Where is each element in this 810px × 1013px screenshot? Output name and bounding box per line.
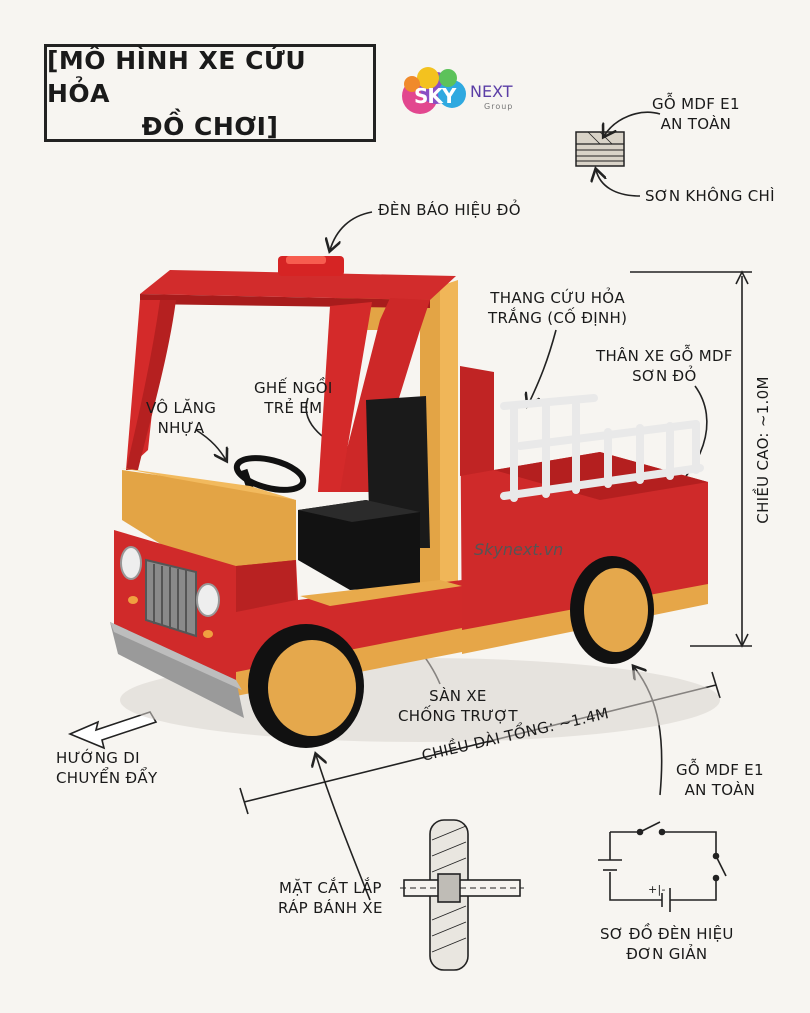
direction-arrow-icon [67, 711, 158, 750]
label-siren: ĐÈN BÁO HIỆU ĐỎ [378, 201, 521, 219]
watermark: Skynext.vn [474, 540, 564, 559]
headlight-right [196, 583, 220, 617]
logo-sky: SKY [414, 84, 456, 108]
logo-group: Group [484, 102, 514, 111]
circuit-diagram [598, 821, 727, 912]
height-dimension [630, 270, 752, 648]
headlight-left [120, 546, 142, 580]
fire-truck [110, 256, 720, 748]
label-paint: SƠN KHÔNG CHÌ [645, 187, 775, 205]
logo-next: NEXT [470, 82, 513, 101]
title-box: [MÔ HÌNH XE CỨU HỎA ĐỒ CHƠI] [44, 44, 376, 142]
brand-logo: SKY NEXT Group [398, 64, 523, 124]
rear-wheel [570, 556, 654, 664]
material-swatch [575, 131, 625, 167]
ladder [500, 394, 704, 502]
label-height: CHIỀU CAO: ~1.0M [754, 376, 772, 524]
circuit-sign: +|- [648, 883, 666, 896]
bumper [110, 622, 244, 718]
front-wheel [248, 624, 364, 748]
title-line-1: [MÔ HÌNH XE CỨU HỎA [47, 45, 307, 108]
logo-bubbles-icon [402, 67, 466, 114]
title-line-2: ĐỒ CHƠI] [141, 111, 279, 141]
floor [300, 580, 462, 606]
axle-section [400, 819, 524, 971]
